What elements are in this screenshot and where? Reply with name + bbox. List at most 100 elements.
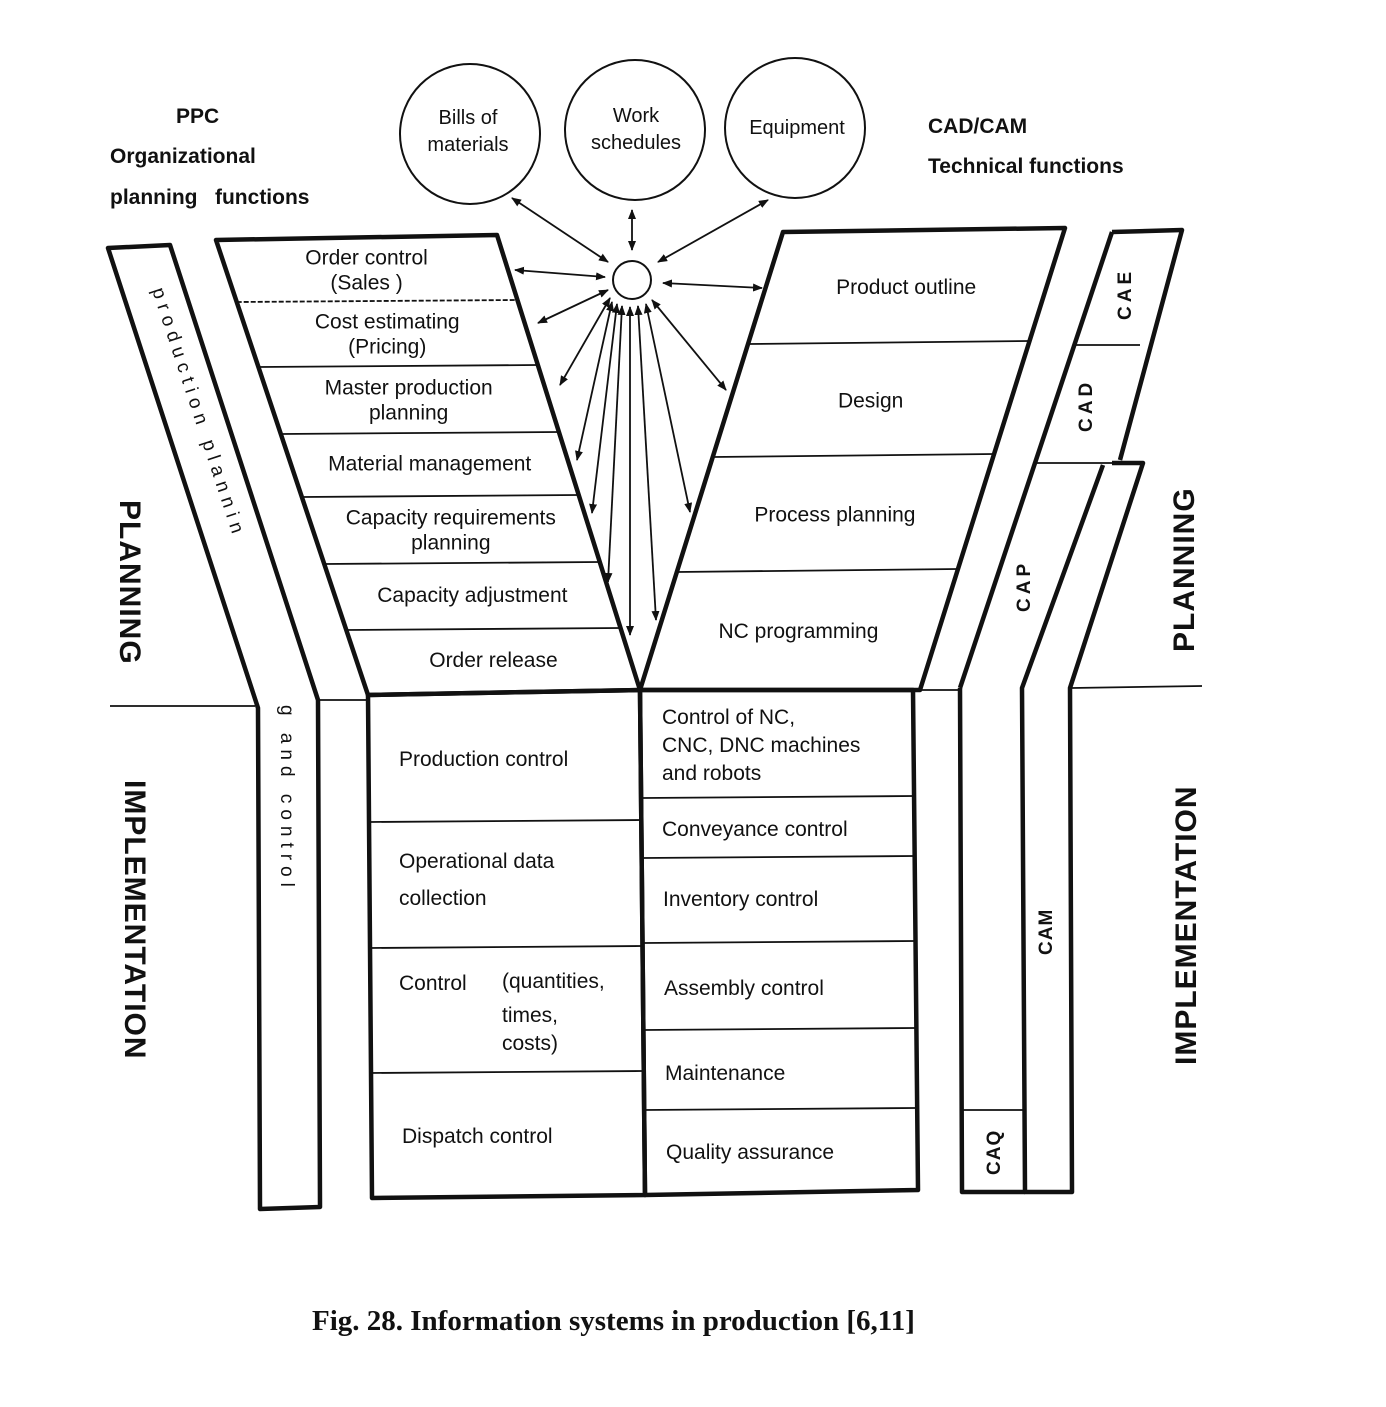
- caq-band-outline: [957, 687, 1025, 1195]
- cadcam-implementation-block: [637, 687, 921, 1198]
- data-flow-arrow: [643, 303, 693, 513]
- cadcam-planning-divider: [748, 340, 1030, 345]
- cadcam-implementation-divider: [642, 1107, 916, 1111]
- data-flow-arrow: [514, 266, 606, 281]
- data-flow-arrows: [511, 197, 769, 636]
- central-database-hub: [612, 260, 652, 300]
- ppc-planning-divider: [280, 431, 559, 435]
- ppc-planning-label: Material management: [328, 453, 531, 476]
- cadcam-implementation-label: Assembly control: [664, 977, 824, 1000]
- ppc-band: [105, 242, 323, 1212]
- ppc-subtitle-line2: planning functions: [110, 186, 309, 209]
- ppc-subtitle-line1: Organizational: [110, 145, 256, 168]
- ppc-planning-labels: Order control(Sales ) Cost estimating(Pri…: [305, 247, 567, 673]
- ppc-implementation-function: Control(quantities,times,costs): [399, 970, 605, 1055]
- ppc-planning-label: Capacity requirements: [346, 507, 556, 530]
- ppc-planning-divider: [236, 299, 518, 303]
- ppc-planning-label: Master production: [325, 377, 493, 400]
- ppc-implementation-label: (quantities,: [502, 970, 605, 993]
- cadcam-planning-label: Design: [838, 390, 903, 413]
- data-flow-arrow: [511, 197, 609, 263]
- ppc-planning-function: Cost estimating(Pricing): [315, 311, 460, 359]
- ppc-implementation-label: times,: [502, 1004, 558, 1027]
- data-flow-arrow: [634, 305, 660, 621]
- cam-label: CAM: [1036, 909, 1057, 955]
- ppc-title: PPC: [176, 105, 219, 128]
- cadcam-planning-divider: [712, 453, 995, 458]
- cadcam-implementation-label: Inventory control: [663, 888, 818, 911]
- data-flow-arrow: [651, 299, 727, 391]
- cadcam-subtitle: Technical functions: [928, 155, 1124, 178]
- cadcam-planning-label: Process planning: [754, 504, 915, 527]
- data-store-circle: [724, 57, 866, 199]
- data-store-work-schedules: Work schedules: [564, 59, 706, 201]
- figure-caption: Fig. 28. Information systems in producti…: [312, 1305, 915, 1337]
- phase-label-right-planning: PLANNING: [1168, 487, 1201, 652]
- phase-divider-right: [1071, 685, 1203, 689]
- cadcam-implementation-function: Maintenance: [665, 1062, 785, 1085]
- cadcam-implementation-label: Conveyance control: [662, 818, 848, 841]
- data-store-equipment: Equipment: [724, 57, 866, 199]
- ppc-implementation-function: Dispatch control: [402, 1125, 553, 1148]
- ppc-planning-label: planning: [411, 532, 490, 555]
- ppc-planning-label: Order control: [305, 247, 428, 270]
- cadcam-implementation-label: Maintenance: [665, 1062, 785, 1085]
- cad-label: CAD: [1076, 379, 1097, 432]
- phase-label-right-implementation: IMPLEMENTATION: [1170, 785, 1203, 1065]
- ppc-planning-label: Capacity adjustment: [377, 584, 567, 607]
- cadcam-planning-divider: [676, 568, 958, 573]
- data-flow-arrow: [657, 199, 769, 263]
- data-store-label: schedules: [591, 132, 681, 154]
- data-store-label: Work: [613, 105, 660, 127]
- cadcam-title: CAD/CAM: [928, 115, 1027, 138]
- ppc-implementation-label: Operational data: [399, 850, 555, 873]
- cae-cad-band-outline-right: [1111, 227, 1185, 461]
- ppc-implementation-label: Dispatch control: [402, 1125, 553, 1148]
- cae-label: CAE: [1115, 268, 1136, 320]
- cadcam-implementation-divider: [642, 940, 916, 944]
- data-store-label: Equipment: [749, 117, 845, 139]
- cadcam-implementation-divider: [642, 1027, 916, 1031]
- ppc-planning-label: Order release: [429, 649, 557, 672]
- ppc-implementation-label: collection: [399, 887, 487, 910]
- ppc-planning-function: Order control(Sales ): [305, 247, 428, 295]
- ppc-implementation-function: Operational data collection: [399, 850, 555, 910]
- ppc-planning-divider: [258, 364, 538, 368]
- data-flow-arrow: [662, 279, 763, 292]
- cadcam-planning-dividers: [676, 340, 1030, 573]
- cadcam-implementation-function: Quality assurance: [666, 1141, 834, 1164]
- cadcam-implementation-label: CNC, DNC machines: [662, 734, 860, 757]
- ppc-band-label-control-part: g and control: [276, 705, 297, 893]
- ppc-planning-label: planning: [369, 402, 448, 425]
- ppc-planning-dividers: [236, 299, 621, 631]
- caq-label: CAQ: [984, 1130, 1005, 1175]
- ppc-implementation-divider: [369, 1070, 643, 1074]
- ppc-planning-label: (Sales ): [330, 272, 402, 295]
- cadcam-implementation-divider: [642, 795, 916, 799]
- ppc-planning-divider: [324, 561, 600, 565]
- data-store-label: Bills of: [439, 107, 498, 129]
- ppc-planning-label: (Pricing): [348, 336, 426, 359]
- data-store-circle: [399, 63, 541, 205]
- ppc-planning-divider: [301, 494, 579, 498]
- cadcam-planning-label: NC programming: [719, 620, 879, 643]
- ppc-implementation-dividers: [369, 819, 643, 1074]
- data-store-circle: [564, 59, 706, 201]
- ppc-planning-divider: [346, 627, 621, 631]
- cae-cad-band-outline-left: [957, 231, 1115, 689]
- cadcam-implementation-label: and robots: [662, 762, 761, 785]
- ppc-implementation-label: Production control: [399, 748, 568, 771]
- ppc-implementation-label: Control: [399, 972, 467, 995]
- phase-label-left-planning: PLANNING: [113, 500, 146, 665]
- cadcam-implementation-function: Inventory control: [663, 888, 818, 911]
- data-store-bills-of-materials: Bills of materials: [399, 63, 541, 205]
- cap-cam-band: [1019, 460, 1146, 1195]
- cadcam-implementation-function: Conveyance control: [662, 818, 848, 841]
- data-store-label: materials: [427, 134, 508, 156]
- ppc-band-label-control: g and control: [276, 705, 297, 893]
